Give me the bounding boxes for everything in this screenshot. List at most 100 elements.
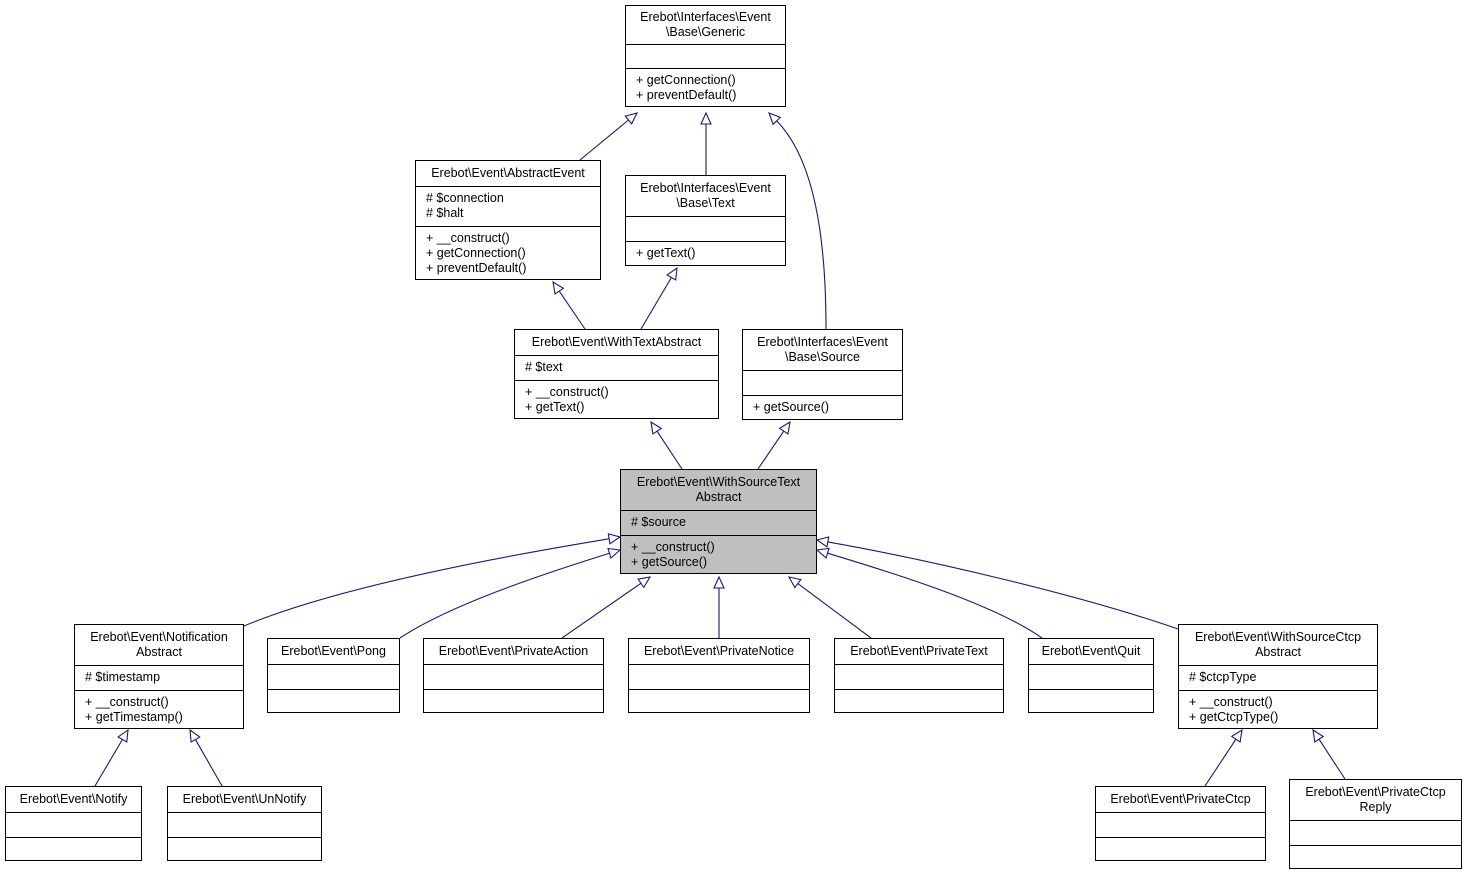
class-name: Erebot\Event\UnNotify: [168, 787, 321, 812]
inheritance-arrowhead: [815, 547, 830, 559]
class-box-notify[interactable]: Erebot\Event\Notify: [5, 786, 142, 861]
class-methods: [629, 689, 809, 712]
class-name-line: Abstract: [136, 645, 182, 659]
class-method: + getSource(): [753, 400, 830, 414]
edge-line: [561, 582, 642, 639]
inheritance-edge-withsourcectcpabstract-to-withsourcetextabstract: [815, 536, 1179, 630]
class-name: Erebot\Event\AbstractEvent: [416, 161, 600, 186]
class-name: Erebot\Event\Notify: [6, 787, 141, 812]
class-methods: + __construct()+ getTimestamp(): [75, 690, 243, 728]
class-method: + getCtcpType(): [1189, 710, 1279, 724]
inheritance-arrowhead: [552, 280, 565, 295]
class-box-privatenotice[interactable]: Erebot\Event\PrivateNotice: [628, 638, 810, 713]
class-box-text[interactable]: Erebot\Interfaces\Event\Base\Text + getTe…: [625, 175, 786, 266]
edge-line: [1204, 738, 1237, 787]
edge-line: [797, 583, 872, 639]
class-box-source[interactable]: Erebot\Interfaces\Event\Base\Source+ get…: [742, 329, 903, 420]
inheritance-arrowhead: [637, 576, 652, 589]
class-method: + __construct(): [85, 695, 169, 709]
class-method: + __construct(): [525, 385, 609, 399]
inheritance-arrowhead: [607, 547, 622, 560]
class-method: + preventDefault(): [636, 88, 737, 102]
class-attribute: # $halt: [426, 206, 464, 220]
inheritance-edge-unnotify-to-notificationabstract: [189, 728, 223, 787]
class-box-quit[interactable]: Erebot\Event\Quit: [1028, 638, 1154, 713]
class-name-line: Erebot\Event\PrivateCtcp: [1110, 792, 1251, 806]
class-attribute: # $source: [631, 515, 686, 529]
class-attributes: [629, 664, 809, 689]
inheritance-arrowhead: [778, 420, 791, 435]
inheritance-edge-source-to-generic: [768, 112, 827, 330]
class-methods: [1290, 845, 1461, 868]
class-name: Erebot\Event\WithTextAbstract: [515, 330, 718, 355]
inheritance-edge-withtextabstract-to-abstractevent: [552, 280, 586, 330]
class-attribute: # $ctcpType: [1189, 670, 1257, 684]
class-name-line: Erebot\Interfaces\Event: [757, 335, 888, 349]
edge-line: [757, 430, 785, 470]
edge-line: [656, 430, 683, 470]
class-name-line: Erebot\Event\PrivateText: [850, 644, 988, 658]
class-attributes: # $text: [515, 355, 718, 380]
class-method: + __construct(): [1189, 695, 1273, 709]
class-box-privatectcp[interactable]: Erebot\Event\PrivateCtcp: [1095, 786, 1266, 861]
class-attributes: # $ctcpType: [1179, 665, 1377, 690]
edge-line: [243, 538, 610, 627]
class-name-line: Erebot\Event\Pong: [281, 644, 386, 658]
class-name-line: Erebot\Event\Quit: [1041, 644, 1141, 658]
class-methods: + getConnection()+ preventDefault(): [626, 68, 785, 106]
class-name: Erebot\Event\Pong: [268, 639, 399, 664]
class-name: Erebot\Event\Quit: [1029, 639, 1153, 664]
inheritance-arrowhead: [815, 536, 830, 548]
inheritance-edge-privatectcp-to-withsourcectcpabstract: [1204, 728, 1243, 787]
class-method: + getTimestamp(): [85, 710, 183, 724]
class-methods: [168, 837, 321, 860]
class-attributes: [268, 664, 399, 689]
edge-line: [94, 739, 123, 787]
class-name-line: Abstract: [695, 490, 742, 504]
class-attributes: [6, 812, 141, 837]
edge-line: [827, 541, 1179, 630]
class-name-line: \Base\Text: [676, 196, 735, 210]
edge-line: [827, 552, 1043, 639]
class-name-line: Erebot\Event\PrivateCtcp: [1305, 785, 1446, 799]
class-box-abstractevent[interactable]: Erebot\Event\AbstractEvent# $connection#…: [415, 160, 601, 280]
class-name-line: Reply: [1359, 800, 1392, 814]
class-methods: + getText(): [626, 241, 785, 265]
class-method: + getSource(): [631, 555, 708, 569]
class-name: Erebot\Interfaces\Event\Base\Generic: [626, 6, 785, 44]
edge-line: [579, 119, 629, 161]
class-methods: + __construct()+ getCtcpType(): [1179, 690, 1377, 728]
class-box-generic[interactable]: Erebot\Interfaces\Event\Base\Generic + ge…: [625, 5, 786, 107]
class-attributes: # $connection# $halt: [416, 186, 600, 226]
class-box-privatetext[interactable]: Erebot\Event\PrivateText: [834, 638, 1004, 713]
class-box-pong[interactable]: Erebot\Event\Pong: [267, 638, 400, 713]
edge-line: [1318, 738, 1346, 780]
inheritance-arrowhead: [607, 533, 622, 545]
inheritance-arrowhead: [787, 576, 802, 589]
inheritance-edge-notify-to-notificationabstract: [94, 728, 129, 787]
class-box-privateaction[interactable]: Erebot\Event\PrivateAction: [423, 638, 604, 713]
inheritance-edge-privatectcpreply-to-withsourcectcpabstract: [1312, 728, 1346, 780]
class-box-withtextabstract[interactable]: Erebot\Event\WithTextAbstract# $text+ __…: [514, 329, 719, 419]
inheritance-arrowhead: [713, 575, 725, 589]
inheritance-edge-notificationabstract-to-withsourcetextabstract: [243, 533, 622, 627]
inheritance-arrowhead: [1312, 728, 1325, 743]
inheritance-edge-pong-to-withsourcetextabstract: [399, 547, 622, 639]
inheritance-arrowhead: [189, 728, 201, 743]
class-name-line: Erebot\Interfaces\Event: [640, 181, 771, 195]
class-attribute: # $connection: [426, 191, 504, 205]
class-name-line: \Base\Generic: [665, 24, 746, 39]
class-attributes: # $timestamp: [75, 665, 243, 690]
class-box-unnotify[interactable]: Erebot\Event\UnNotify: [167, 786, 322, 861]
class-methods: + __construct()+ getText(): [515, 380, 718, 418]
class-attributes: [626, 43, 785, 68]
inheritance-edge-privatetext-to-withsourcetextabstract: [787, 576, 872, 639]
class-methods: [268, 689, 399, 712]
class-method: + __construct(): [631, 540, 715, 554]
